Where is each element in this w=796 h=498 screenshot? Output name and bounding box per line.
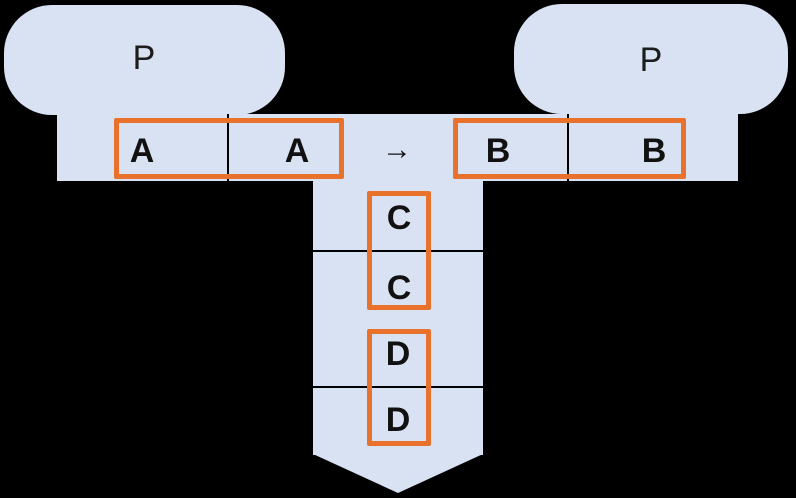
highlight-box-a-pair bbox=[114, 118, 344, 179]
highlight-box-d-pair bbox=[367, 329, 431, 446]
horizontal-chromosome-bar bbox=[57, 114, 738, 181]
divider-between-b-cells bbox=[567, 114, 569, 181]
highlight-box-b-pair bbox=[453, 118, 686, 179]
allele-label-c1: C bbox=[386, 199, 412, 237]
parent-bubble-right bbox=[514, 4, 788, 114]
allele-label-d2: D bbox=[385, 401, 411, 439]
vertical-chromosome-bar bbox=[313, 181, 483, 455]
allele-label-b2: B bbox=[641, 132, 667, 170]
parent-label-left: P bbox=[132, 39, 156, 77]
highlight-box-c-pair bbox=[367, 191, 431, 310]
parent-label-right: P bbox=[639, 41, 663, 79]
divider-between-d-cells bbox=[313, 386, 483, 388]
allele-label-d1: D bbox=[385, 335, 411, 373]
allele-label-c2: C bbox=[386, 269, 412, 307]
allele-label-a1: A bbox=[129, 132, 155, 170]
parent-bubble-left bbox=[4, 5, 285, 115]
transition-arrow-icon: → bbox=[382, 133, 412, 166]
vertical-bar-arrow-tip bbox=[313, 454, 483, 493]
allele-label-b1: B bbox=[485, 132, 511, 170]
allele-label-a2: A bbox=[284, 132, 310, 170]
divider-between-a-cells bbox=[227, 114, 229, 181]
divider-between-c-cells bbox=[313, 250, 483, 252]
